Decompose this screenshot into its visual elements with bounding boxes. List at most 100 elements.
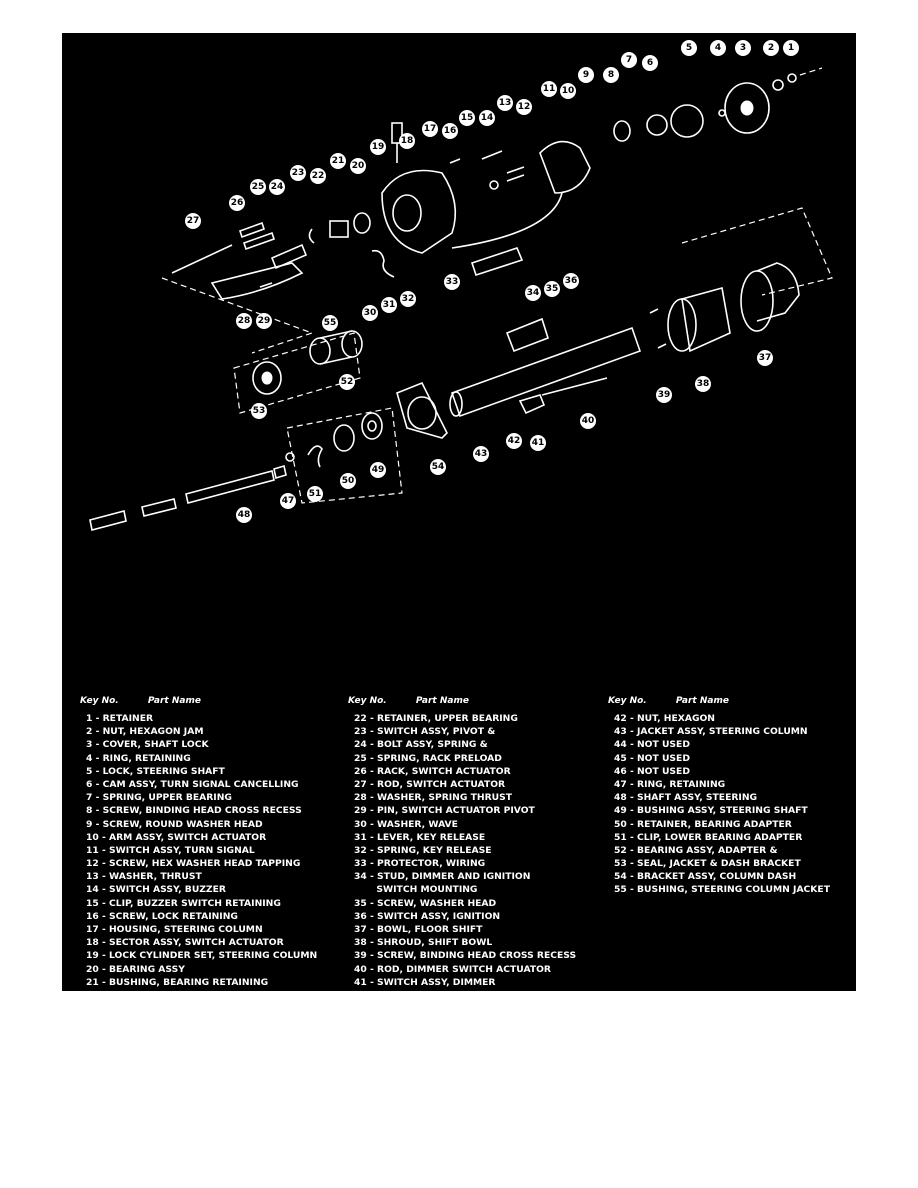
svg-text:53: 53	[253, 406, 266, 416]
diagram-panel: 1 2 3 4 5 6 7 8 9 10 11 12 13 14 15 16 1…	[62, 33, 856, 991]
svg-text:15: 15	[461, 113, 474, 123]
callout-21: 21	[330, 153, 346, 169]
svg-text:22: 22	[312, 171, 325, 181]
legend-item: 44 - NOT USED	[614, 739, 690, 751]
legend-column-header: Key No. Part Name	[608, 696, 830, 712]
legend-item: 5 - LOCK, STEERING SHAFT	[86, 765, 225, 777]
legend-item: 54 - BRACKET ASSY, COLUMN DASH	[614, 871, 797, 883]
legend-item: 1 - RETAINER	[86, 713, 154, 724]
legend-item: 18 - SECTOR ASSY, SWITCH ACTUATOR	[86, 937, 284, 949]
svg-text:4: 4	[715, 43, 721, 53]
svg-text:21: 21	[332, 156, 345, 166]
callout-29: 29	[256, 313, 272, 329]
svg-text:48: 48	[238, 510, 251, 520]
svg-text:40: 40	[582, 416, 595, 426]
callout-24: 24	[269, 179, 285, 195]
callout-16: 16	[442, 123, 458, 139]
key-no-header: Key No.	[608, 696, 647, 706]
part-name-header: Part Name	[675, 696, 729, 706]
svg-text:12: 12	[518, 102, 531, 112]
callout-15: 15	[459, 110, 475, 126]
legend-item: 16 - SCREW, LOCK RETAINING	[86, 910, 238, 922]
svg-text:18: 18	[401, 136, 414, 146]
legend-item: 14 - SWITCH ASSY, BUZZER	[86, 884, 226, 896]
callout-23: 23	[290, 165, 306, 181]
callout-32: 32	[400, 291, 416, 307]
callout-49: 49	[370, 462, 386, 478]
legend-item: 52 - BEARING ASSY, ADAPTER &	[614, 844, 778, 856]
svg-text:2: 2	[768, 43, 774, 53]
jacket-seal-group	[233, 330, 363, 414]
part-name-header: Part Name	[147, 696, 201, 706]
svg-text:50: 50	[342, 476, 355, 486]
callout-51: 51	[307, 486, 323, 502]
svg-text:32: 32	[402, 294, 415, 304]
legend-item: 27 - ROD, SWITCH ACTUATOR	[354, 778, 506, 790]
callout-38: 38	[695, 376, 711, 392]
svg-text:35: 35	[546, 284, 559, 294]
callout-30: 30	[362, 305, 378, 321]
legend-item: 10 - ARM ASSY, SWITCH ACTUATOR	[86, 831, 267, 843]
svg-text:26: 26	[231, 198, 244, 208]
steering-column-jacket-part	[449, 326, 642, 418]
callout-37: 37	[757, 350, 773, 366]
callout-35: 35	[544, 281, 560, 297]
dimmer-switch-group	[518, 377, 608, 415]
callout-4: 4	[710, 40, 726, 56]
legend-column-1: Key No. Part Name 1 - RETAINER 2 - NUT, …	[80, 696, 317, 989]
svg-text:52: 52	[341, 377, 354, 387]
svg-text:9: 9	[583, 70, 589, 80]
callout-1: 1	[783, 40, 799, 56]
legend-item: 49 - BUSHING ASSY, STEERING SHAFT	[614, 805, 808, 817]
legend-item: 19 - LOCK CYLINDER SET, STEERING COLUMN	[86, 950, 318, 962]
callout-33: 33	[444, 274, 460, 290]
svg-text:37: 37	[759, 353, 772, 363]
turn-signal-switch-part	[451, 140, 591, 249]
svg-text:13: 13	[499, 98, 512, 108]
legend-item: 48 - SHAFT ASSY, STEERING	[614, 792, 758, 804]
legend-item: 36 - SWITCH ASSY, IGNITION	[354, 910, 501, 922]
screws-and-pins	[259, 150, 667, 349]
svg-text:34: 34	[527, 288, 540, 298]
callout-27: 27	[185, 213, 201, 229]
legend-item: 55 - BUSHING, STEERING COLUMN JACKET	[614, 884, 830, 896]
shift-bowl-group	[667, 262, 800, 353]
legend-item: 17 - HOUSING, STEERING COLUMN	[86, 924, 263, 935]
legend-item: 34 - STUD, DIMMER AND IGNITION	[354, 871, 531, 883]
legend-item: 35 - SCREW, WASHER HEAD	[354, 897, 497, 909]
legend-item: 4 - RING, RETAINING	[86, 752, 191, 764]
legend-item: 23 - SWITCH ASSY, PIVOT &	[354, 726, 496, 738]
legend-item: 9 - SCREW, ROUND WASHER HEAD	[86, 818, 263, 830]
svg-text:54: 54	[432, 462, 445, 472]
legend-list: 22 - RETAINER, UPPER BEARING 23 - SWITCH…	[348, 712, 576, 989]
svg-text:7: 7	[626, 55, 632, 65]
legend-item: 21 - BUSHING, BEARING RETAINING	[86, 976, 269, 988]
callout-19: 19	[370, 139, 386, 155]
legend-item: 32 - SPRING, KEY RELEASE	[354, 844, 492, 856]
svg-text:5: 5	[686, 43, 692, 53]
svg-text:25: 25	[252, 182, 265, 192]
svg-text:10: 10	[562, 86, 575, 96]
callout-47: 47	[280, 493, 296, 509]
callout-5: 5	[681, 40, 697, 56]
svg-text:17: 17	[424, 124, 437, 134]
callout-9: 9	[578, 67, 594, 83]
svg-text:20: 20	[352, 161, 365, 171]
callout-10: 10	[560, 83, 576, 99]
callout-8: 8	[603, 67, 619, 83]
legend-column-2: Key No. Part Name 22 - RETAINER, UPPER B…	[348, 696, 576, 989]
legend-item: 20 - BEARING ASSY	[86, 963, 185, 975]
column-dash-bracket-part	[396, 381, 448, 439]
switch-actuator-group	[171, 221, 308, 300]
callout-20: 20	[350, 158, 366, 174]
legend-column-header: Key No. Part Name	[348, 696, 576, 712]
svg-text:39: 39	[658, 390, 671, 400]
callout-36: 36	[563, 273, 579, 289]
legend-item: 51 - CLIP, LOWER BEARING ADAPTER	[614, 831, 803, 843]
legend-item: 6 - CAM ASSY, TURN SIGNAL CANCELLING	[86, 778, 299, 790]
svg-text:55: 55	[324, 318, 337, 328]
callout-40: 40	[580, 413, 596, 429]
callout-55: 55	[322, 315, 338, 331]
svg-text:24: 24	[271, 182, 284, 192]
callout-48: 48	[236, 507, 252, 523]
